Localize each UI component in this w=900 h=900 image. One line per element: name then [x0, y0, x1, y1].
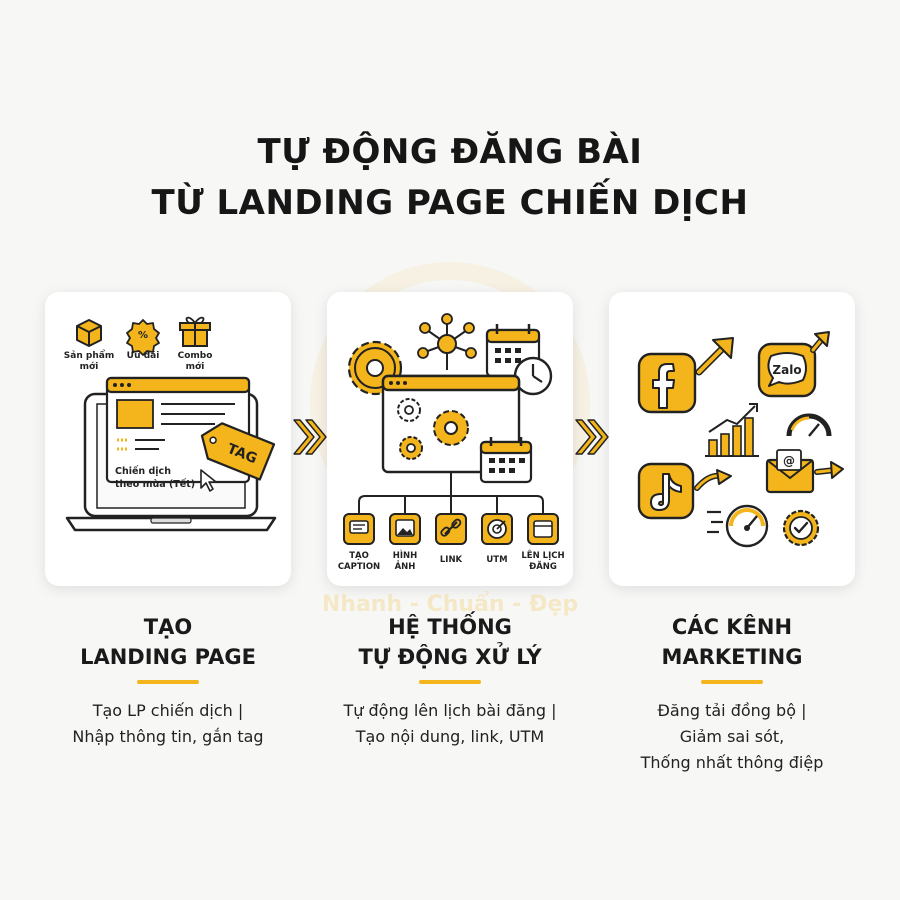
send-arrow-icon: [814, 461, 844, 479]
clock-icon: [513, 356, 553, 396]
calendar-icon: [527, 513, 559, 545]
svg-text:@: @: [783, 454, 795, 468]
growth-arrow-icon: [810, 331, 830, 353]
speedometer-icon: [707, 504, 769, 548]
column-title-landing: TẠO LANDING PAGE: [23, 612, 313, 672]
check-badge-icon: [782, 509, 820, 547]
gauge-icon: [786, 413, 832, 437]
image-icon: [389, 513, 421, 545]
landing-page-illustration: Sản phẩm mới % Ưu đãi Combo mới: [64, 316, 277, 532]
bar-chart-icon: [705, 403, 759, 457]
svg-text:%: %: [138, 330, 148, 341]
column-desc-line: Tạo nội dung, link, UTM: [355, 727, 545, 746]
facebook-icon: [637, 352, 697, 414]
column-desc-line: Thống nhất thông điệp: [640, 753, 824, 772]
marketing-channels-card: Zalo: [609, 292, 855, 586]
feature-label: TẠO: [349, 551, 369, 561]
icon-label: mới: [186, 361, 205, 372]
column-desc-line: Tạo LP chiến dịch |: [92, 701, 244, 720]
icon-label: Combo: [178, 351, 213, 361]
discount-badge-icon: %: [126, 319, 160, 356]
channels-illustration: Zalo: [637, 331, 844, 548]
column-title-line: TẠO: [143, 615, 193, 639]
column-desc-channels: Đăng tải đồng bộ | Giảm sai sót, Thống n…: [587, 698, 877, 776]
curve-arrow-icon: [694, 469, 732, 491]
gift-icon: [179, 316, 211, 347]
gear-icon: [399, 436, 423, 460]
column-desc-line: Nhập thông tin, gắn tag: [72, 727, 264, 746]
icon-label: Sản phẩm: [64, 350, 114, 361]
feature-label: ẢNH: [395, 560, 416, 572]
flow-arrow: [575, 419, 609, 455]
gear-icon: [397, 398, 421, 422]
feature-label: UTM: [486, 555, 507, 565]
price-tag-icon: TAG: [200, 422, 276, 481]
watermark-text: Nhanh - Chuẩn - Đẹp: [321, 592, 579, 617]
column-desc-line: Tự động lên lịch bài đăng |: [343, 701, 557, 720]
page-title-line2: TỪ LANDING PAGE CHIẾN DỊCH: [151, 183, 749, 223]
network-icon: [417, 313, 477, 370]
cursor-icon: [200, 469, 217, 492]
feature-label: LÊN LỊCH: [521, 549, 564, 561]
campaign-label-line2: theo mùa (Tết): [115, 479, 195, 490]
automation-system-card: TẠO CAPTION HÌNH ẢNH LINK UTM LÊN LỊCH Đ…: [327, 292, 573, 586]
zalo-label: Zalo: [772, 363, 801, 377]
box-icon: [76, 319, 102, 347]
icon-label: Ưu đãi: [127, 351, 160, 361]
page-title-line1: TỰ ĐỘNG ĐĂNG BÀI: [257, 132, 643, 172]
column-title-line: MARKETING: [661, 645, 803, 669]
column-title-line: LANDING PAGE: [80, 645, 256, 669]
feature-label: HÌNH: [393, 549, 418, 561]
target-icon: [481, 513, 513, 545]
connector-lines: [358, 472, 544, 514]
column-desc-system: Tự động lên lịch bài đăng | Tạo nội dung…: [305, 698, 595, 750]
calendar-icon: [479, 437, 533, 484]
column-desc-line: Giảm sai sót,: [679, 727, 785, 746]
growth-arrow-icon: [695, 337, 734, 376]
automation-illustration: TẠO CAPTION HÌNH ẢNH LINK UTM LÊN LỊCH Đ…: [338, 313, 565, 572]
gear-icon: [433, 410, 469, 446]
tiktok-icon: [637, 462, 695, 520]
flow-arrow: [293, 419, 327, 455]
column-title-channels: CÁC KÊNH MARKETING: [587, 612, 877, 672]
feature-label: LINK: [440, 555, 463, 565]
accent-divider: [701, 680, 763, 684]
link-icon: [435, 513, 467, 545]
caption-icon: [343, 513, 375, 545]
feature-label: ĐĂNG: [529, 560, 557, 572]
column-title-line: TỰ ĐỘNG XỬ LÝ: [358, 645, 542, 669]
email-icon: @: [765, 449, 815, 494]
column-title-line: CÁC KÊNH: [671, 615, 793, 639]
feature-label: CAPTION: [338, 562, 380, 572]
landing-page-card: Sản phẩm mới % Ưu đãi Combo mới: [45, 292, 291, 586]
column-title-system: HỆ THỐNG TỰ ĐỘNG XỬ LÝ: [305, 612, 595, 672]
accent-divider: [419, 680, 481, 684]
column-desc-line: Đăng tải đồng bộ |: [657, 701, 807, 720]
zalo-icon: Zalo: [757, 342, 817, 398]
icon-label: mới: [80, 361, 99, 372]
accent-divider: [137, 680, 199, 684]
column-desc-landing: Tạo LP chiến dịch | Nhập thông tin, gắn …: [23, 698, 313, 750]
column-title-line: HỆ THỐNG: [388, 615, 512, 639]
campaign-label-line1: Chiến dịch: [115, 466, 171, 477]
